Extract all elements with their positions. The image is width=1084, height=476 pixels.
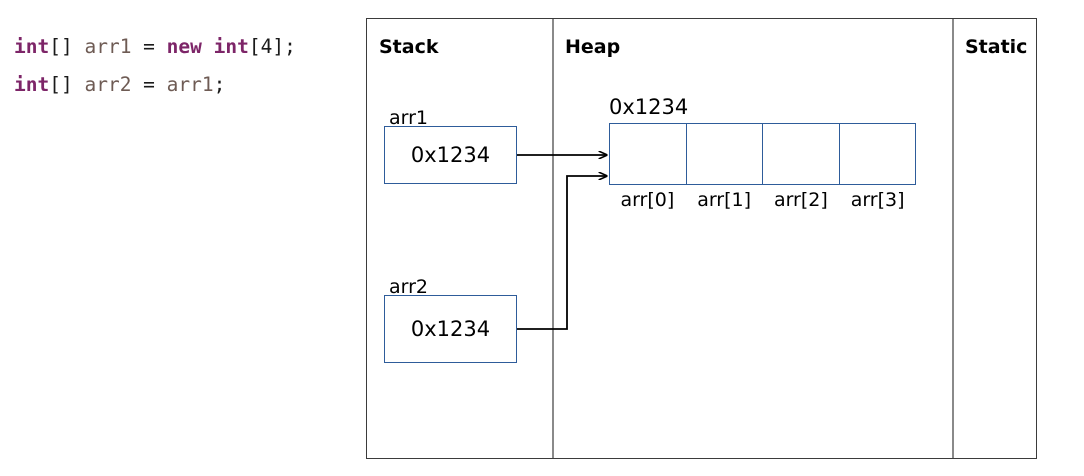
stack-variable-value-arr1: 0x1234 xyxy=(410,143,491,167)
pointer-arrows xyxy=(517,19,1038,330)
heap-array-index-label-3: arr[3] xyxy=(850,189,905,211)
arrow-arr2-to-heap xyxy=(517,176,607,330)
divider-heap-static xyxy=(952,19,954,458)
heap-array-object xyxy=(609,123,916,185)
divider-stack-heap xyxy=(552,19,554,458)
heap-array-cell-2 xyxy=(763,124,840,184)
code-token: ]; xyxy=(272,35,296,58)
code-line-2: int[] arr2 = arr1; xyxy=(14,66,354,104)
heap-array-index-label-1: arr[1] xyxy=(697,189,752,211)
heap-array-index-labels: arr[0] arr[1] arr[2] arr[3] xyxy=(609,189,916,211)
memory-model-diagram: Stack Heap Static arr1 0x1234 arr2 0x123… xyxy=(366,18,1037,459)
code-snippet: int[] arr1 = new int[4]; int[] arr2 = ar… xyxy=(14,28,354,104)
column-header-heap: Heap xyxy=(565,36,621,58)
code-token: = xyxy=(131,73,167,96)
code-line-1: int[] arr1 = new int[4]; xyxy=(14,28,354,66)
code-token: arr1 xyxy=(166,73,214,96)
heap-array-index-label-0: arr[0] xyxy=(620,189,675,211)
code-token: 4 xyxy=(260,35,273,58)
stack-variable-label-arr2: arr2 xyxy=(389,276,429,298)
code-token: arr2 xyxy=(84,73,132,96)
code-token: [] xyxy=(49,73,85,96)
stack-variable-value-arr2: 0x1234 xyxy=(410,317,491,341)
code-token: ; xyxy=(213,73,226,96)
stack-variable-box-arr2: 0x1234 xyxy=(384,295,517,363)
code-token: [ xyxy=(248,35,261,58)
code-token: = xyxy=(131,35,167,58)
code-token: int xyxy=(213,35,249,58)
stack-variable-box-arr1: 0x1234 xyxy=(384,126,517,184)
code-token: new xyxy=(166,35,202,58)
code-token: int xyxy=(14,73,50,96)
code-token xyxy=(202,35,214,58)
column-header-stack: Stack xyxy=(379,36,439,58)
heap-array-cell-1 xyxy=(686,124,763,184)
code-token: int xyxy=(14,35,50,58)
column-header-static: Static xyxy=(965,36,1028,58)
stack-variable-label-arr1: arr1 xyxy=(389,107,429,129)
code-token: arr1 xyxy=(84,35,132,58)
heap-array-index-label-2: arr[2] xyxy=(773,189,828,211)
heap-object-address-label: 0x1234 xyxy=(609,95,689,119)
code-token: [] xyxy=(49,35,85,58)
heap-array-cell-0 xyxy=(610,124,687,184)
heap-array-cell-3 xyxy=(839,124,915,184)
